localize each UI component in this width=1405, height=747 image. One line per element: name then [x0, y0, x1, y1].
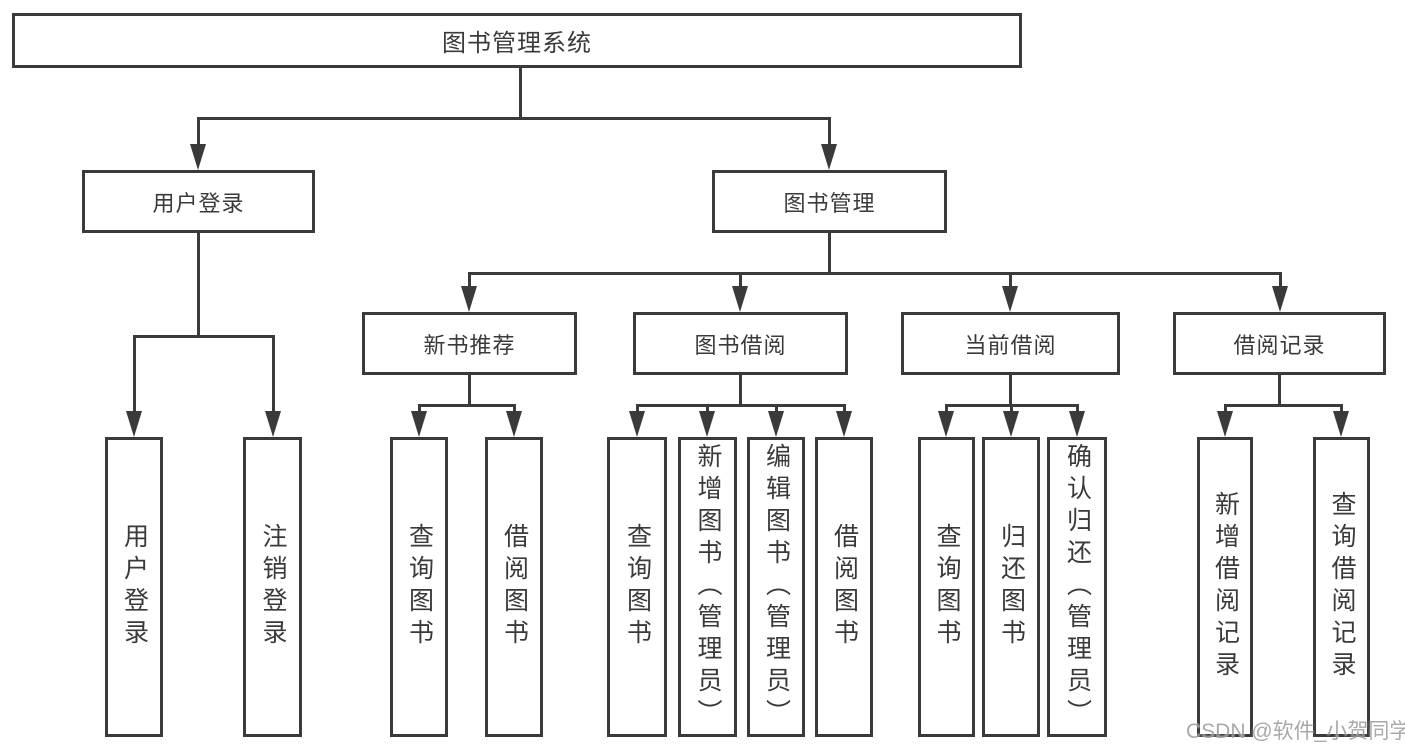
- edge-new-book-rail: [418, 404, 516, 407]
- leaf-br-add-record: 新增借阅记录: [1197, 437, 1253, 737]
- edge-to-nb-query: [418, 404, 421, 414]
- edge-to-bb-add: [706, 404, 709, 414]
- node-book-borrowing: 图书借阅: [633, 312, 848, 375]
- edge-root-to-user-login: [197, 117, 200, 147]
- arrowhead-logout-leaf: [265, 411, 281, 437]
- arrowhead-bb-edit: [768, 411, 784, 437]
- edge-borrow-records-stem: [1278, 375, 1281, 406]
- leaf-nb-borrow-books: 借阅图书: [485, 437, 543, 737]
- edge-new-book-stem: [468, 375, 471, 406]
- edge-to-cb-query: [945, 404, 948, 414]
- leaf-cb-query-books: 查询图书: [918, 437, 975, 737]
- edge-root-to-book-mgmt: [828, 117, 831, 147]
- leaf-cb-return-books: 归还图书: [982, 437, 1040, 737]
- arrowhead-borrow-records: [1272, 286, 1288, 312]
- edge-to-borrow-records: [1279, 272, 1282, 288]
- node-root: 图书管理系统: [12, 13, 1022, 68]
- leaf-bb-add-books: 新增图书（管理员）: [678, 437, 737, 737]
- arrowhead-new-book: [461, 286, 477, 312]
- leaf-nb-query-books: 查询图书: [390, 437, 448, 737]
- edge-to-cb-confirm: [1076, 404, 1079, 414]
- arrowhead-bb-borrow: [836, 411, 852, 437]
- node-new-book-recommend: 新书推荐: [362, 312, 577, 375]
- leaf-br-query-record: 查询借阅记录: [1313, 437, 1370, 737]
- watermark: CSDN @软件_小贺同学: [1186, 720, 1405, 743]
- node-current-borrowing: 当前借阅: [901, 312, 1120, 375]
- edge-to-current-borrowing: [1009, 272, 1012, 288]
- arrowhead-bb-query: [629, 411, 645, 437]
- node-borrow-records: 借阅记录: [1173, 312, 1386, 375]
- arrowhead-login-leaf: [126, 411, 142, 437]
- arrowhead-book-mgmt: [821, 144, 837, 170]
- edge-borrow-records-rail: [1224, 404, 1342, 407]
- edge-book-borrowing-stem: [739, 375, 742, 406]
- arrowhead-cb-return: [1003, 411, 1019, 437]
- edge-user-login-stem: [197, 233, 200, 337]
- leaf-bb-borrow-books: 借阅图书: [815, 437, 873, 737]
- edge-to-logout-leaf: [272, 335, 275, 413]
- edge-to-nb-borrow: [513, 404, 516, 414]
- edge-to-login-leaf: [133, 335, 136, 413]
- leaf-logout: 注销登录: [243, 437, 302, 737]
- edge-to-bb-query: [636, 404, 639, 414]
- arrowhead-bb-add: [699, 411, 715, 437]
- arrowhead-cb-confirm: [1069, 411, 1085, 437]
- edge-user-login-rail: [133, 335, 275, 338]
- edge-book-mgmt-rail: [468, 272, 1281, 275]
- edge-current-borrowing-stem: [1009, 375, 1012, 406]
- node-user-login: 用户登录: [82, 170, 315, 233]
- edge-to-br-query: [1340, 404, 1343, 414]
- arrowhead-user-login: [190, 144, 206, 170]
- edge-to-book-borrowing: [739, 272, 742, 288]
- edge-book-mgmt-stem: [828, 233, 831, 274]
- node-book-management: 图书管理: [712, 170, 947, 233]
- leaf-cb-confirm-return: 确认归还（管理员）: [1047, 437, 1107, 737]
- leaf-bb-query-books: 查询图书: [607, 437, 667, 737]
- edge-to-bb-edit: [775, 404, 778, 414]
- edge-to-cb-return: [1010, 404, 1013, 414]
- leaf-bb-edit-books: 编辑图书（管理员）: [747, 437, 805, 737]
- edge-root-rail: [197, 117, 831, 120]
- edge-to-bb-borrow: [843, 404, 846, 414]
- arrowhead-book-borrowing: [732, 286, 748, 312]
- edge-root-stem: [519, 68, 522, 119]
- edge-to-br-add: [1224, 404, 1227, 414]
- arrowhead-current-borrowing: [1002, 286, 1018, 312]
- arrowhead-br-query: [1333, 411, 1349, 437]
- arrowhead-nb-query: [411, 411, 427, 437]
- arrowhead-nb-borrow: [506, 411, 522, 437]
- edge-to-new-book: [468, 272, 471, 288]
- arrowhead-br-add: [1217, 411, 1233, 437]
- leaf-user-login: 用户登录: [105, 437, 163, 737]
- edge-book-borrowing-rail: [636, 404, 845, 407]
- arrowhead-cb-query: [938, 411, 954, 437]
